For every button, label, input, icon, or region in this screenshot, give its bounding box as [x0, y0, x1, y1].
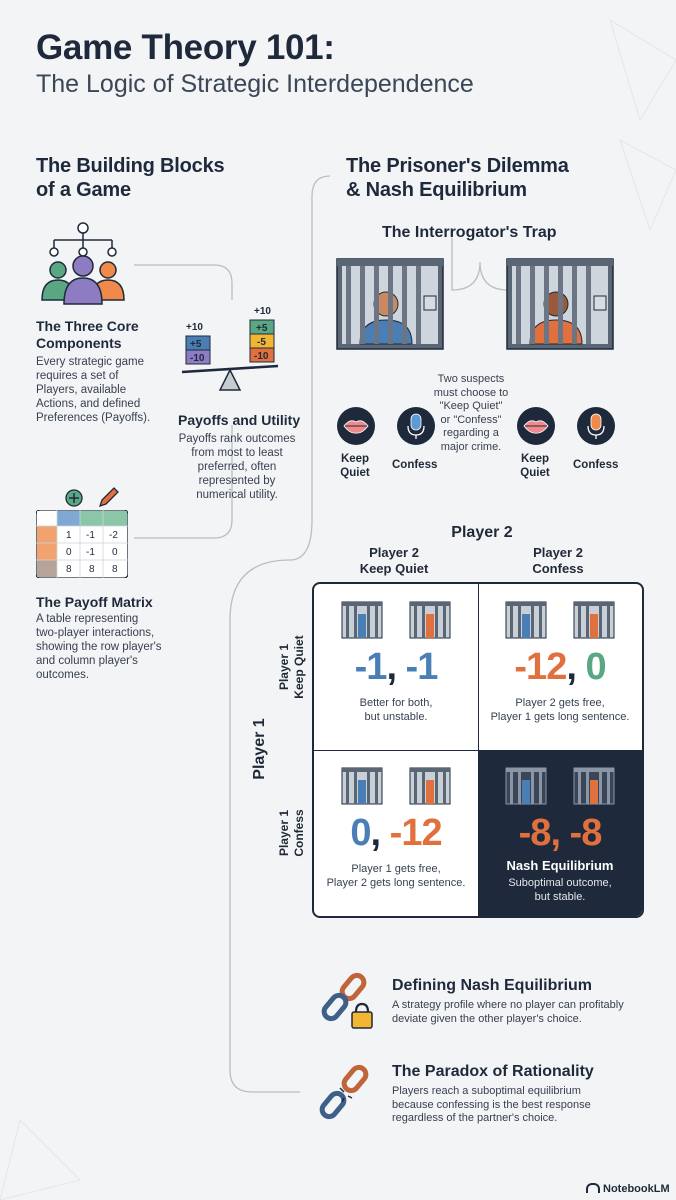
mini-cells-icon [341, 767, 451, 805]
cell-note: Better for both,but unstable. [359, 697, 433, 723]
paradox-title: The Paradox of Rationality [392, 1063, 594, 1080]
player2-header: Player 2 [451, 524, 513, 541]
interrogators-trap-title: The Interrogator's Trap [382, 224, 557, 241]
choice-confess-right: Confess [573, 459, 619, 471]
payoff-matrix-title: The Payoff Matrix [36, 594, 153, 610]
matrix-r3c3: 8 [112, 564, 118, 575]
right-stack-top: +10 [254, 306, 271, 317]
cell-quiet-confess: -12, 0 Player 2 gets free,Player 1 gets … [478, 584, 642, 751]
microphone-icon-right [577, 407, 615, 445]
score: -12, 0 [514, 646, 606, 688]
payoff-matrix-desc: A table representing two-player interact… [36, 613, 162, 681]
choice-keep-quiet-left: Keep Quiet [340, 453, 370, 479]
matrix-r2c3: 0 [112, 547, 118, 558]
core-components-title: The Three Core Components [36, 318, 139, 351]
people-hierarchy-icon [41, 222, 125, 305]
row-header-confess: Player 1 Confess [277, 809, 306, 857]
notebooklm-logo-icon [586, 1183, 600, 1193]
cell-note: Player 2 gets free,Player 1 gets long se… [490, 697, 630, 723]
building-blocks-heading: The Building Blocks of a Game [36, 155, 225, 201]
left-stack-mid: +5 [190, 339, 202, 350]
matrix-r1c3: -2 [109, 530, 118, 541]
balance-scale-icon [181, 319, 279, 391]
right-stack-mid1: +5 [256, 323, 268, 334]
left-stack-top: +10 [186, 322, 203, 333]
matrix-r1c1: 1 [66, 530, 72, 541]
page-title: Game Theory 101: [36, 28, 335, 67]
payoffs-utility-desc: Payoffs rank outcomes from most to least… [178, 433, 296, 501]
broken-chain-icon [319, 1064, 369, 1120]
col-header-keep-quiet: Player 2 Keep Quiet [359, 545, 429, 576]
cell-note: Player 1 gets free,Player 2 gets long se… [326, 863, 466, 889]
nash-definition-title: Defining Nash Equilibrium [392, 977, 593, 994]
chain-lock-icon [321, 972, 373, 1029]
dilemma-heading: The Prisoner's Dilemma & Nash Equilibriu… [346, 155, 569, 201]
mini-cells-icon [341, 601, 451, 639]
microphone-icon-left [397, 407, 435, 445]
score: -8, -8 [518, 812, 603, 854]
cell-note: Suboptimal outcome,but stable. [508, 877, 612, 903]
payoffs-utility-title: Payoffs and Utility [178, 412, 301, 428]
plus-circle-icon [65, 489, 83, 507]
left-stack-low: -10 [190, 353, 205, 364]
lips-icon-left [337, 407, 375, 445]
right-stack-mid2: -5 [257, 337, 266, 348]
cell-confess-confess: -8, -8 Nash Equilibrium Suboptimal outco… [478, 750, 642, 916]
lips-icon-right [517, 407, 555, 445]
choice-confess-left: Confess [392, 459, 438, 471]
paradox-desc: Players reach a suboptimal equilibrium b… [392, 1085, 591, 1124]
mini-cells-icon [505, 767, 615, 805]
col-header-confess: Player 2 Confess [532, 545, 584, 576]
jail-cell-left [336, 258, 444, 350]
player1-header: Player 1 [251, 718, 268, 780]
payoff-matrix-grid [36, 510, 128, 578]
page-subtitle: The Logic of Strategic Interdependence [36, 70, 474, 98]
trap-description: Two suspects must choose to "Keep Quiet"… [433, 373, 509, 453]
nash-definition-desc: A strategy profile where no player can p… [392, 999, 624, 1025]
matrix-r3c1: 8 [66, 564, 72, 575]
matrix-r2c2: -1 [86, 547, 95, 558]
score: 0, -12 [350, 812, 442, 854]
jail-cell-right [506, 258, 614, 350]
mini-cells-icon [505, 601, 615, 639]
matrix-r1c2: -1 [86, 530, 95, 541]
notebooklm-brand: NotebookLM [586, 1183, 670, 1195]
core-components-desc: Every strategic game requires a set of P… [36, 356, 151, 424]
choice-keep-quiet-right: Keep Quiet [520, 453, 550, 479]
right-stack-low: -10 [254, 351, 269, 362]
pencil-icon [98, 487, 119, 508]
row-header-keep-quiet: Player 1 Keep Quiet [277, 635, 306, 699]
score: -1, -1 [354, 646, 439, 688]
matrix-r2c1: 0 [66, 547, 72, 558]
matrix-r3c2: 8 [89, 564, 95, 575]
cell-confess-quiet: 0, -12 Player 1 gets free,Player 2 gets … [314, 750, 479, 916]
prisoners-dilemma-matrix: -1, -1 Better for both,but unstable. -12… [312, 582, 644, 918]
nash-equilibrium-label: Nash Equilibrium [506, 858, 614, 873]
cell-quiet-quiet: -1, -1 Better for both,but unstable. [314, 584, 479, 751]
